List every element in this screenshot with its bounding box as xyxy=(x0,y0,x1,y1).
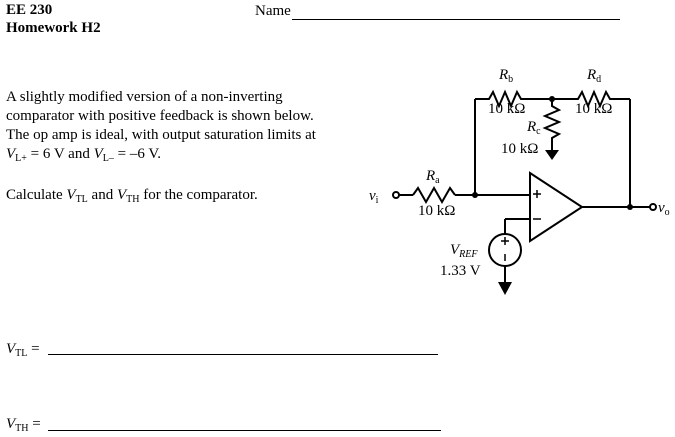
resistor-rc xyxy=(542,99,562,150)
resistor-rd xyxy=(552,89,630,109)
problem-line-1: A slightly modified version of a non-inv… xyxy=(6,89,283,105)
feedback-node-dot xyxy=(549,96,555,102)
rc-value: 10 kΩ xyxy=(501,141,538,157)
vth-answer-label: VTH = xyxy=(6,416,41,434)
name-field-line[interactable] xyxy=(292,19,620,20)
input-label: vi xyxy=(369,188,379,206)
name-label: Name xyxy=(255,3,291,19)
problem-line-4: VL+ = 6 V and VL– = –6 V. xyxy=(6,146,161,164)
ra-value: 10 kΩ xyxy=(418,203,455,219)
rb-label: Rb xyxy=(498,67,513,85)
vtl-answer-label: VTL = xyxy=(6,341,40,359)
vref-label: VREF xyxy=(450,242,478,260)
rd-value: 10 kΩ xyxy=(575,101,612,117)
ground-symbol-vref xyxy=(498,282,512,295)
problem-question: Calculate VTL and VTH for the comparator… xyxy=(6,187,258,205)
rc-label: Rc xyxy=(526,119,541,137)
output-label: vo xyxy=(658,200,670,218)
problem-line-2: comparator with positive feedback is sho… xyxy=(6,108,314,124)
input-terminal xyxy=(392,191,400,199)
vtl-answer-line[interactable] xyxy=(48,354,438,355)
op-amp xyxy=(529,171,584,243)
input-node-dot xyxy=(472,192,478,198)
vref-value: 1.33 V xyxy=(440,263,481,279)
rd-label: Rd xyxy=(586,67,601,85)
homework-title: Homework H2 xyxy=(6,20,101,36)
resistor-ra xyxy=(412,185,456,205)
course-code: EE 230 xyxy=(6,2,53,18)
ground-symbol-rc xyxy=(545,150,559,160)
ra-label: Ra xyxy=(425,168,440,186)
problem-line-3: The op amp is ideal, with output saturat… xyxy=(6,127,316,143)
output-terminal xyxy=(649,203,657,211)
vth-answer-line[interactable] xyxy=(48,430,441,431)
rb-value: 10 kΩ xyxy=(488,101,525,117)
resistor-rb xyxy=(475,89,552,109)
output-node-dot xyxy=(627,204,633,210)
